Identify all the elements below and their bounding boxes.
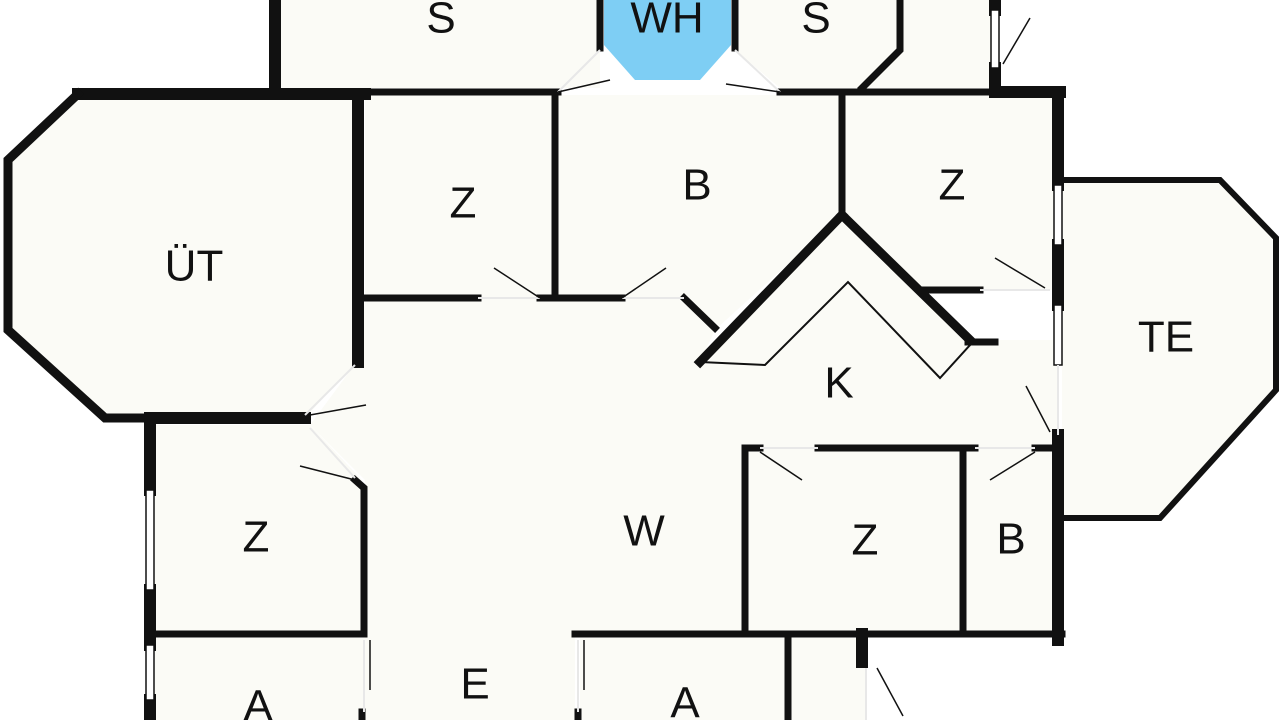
door-swing (876, 667, 904, 717)
door-swing (621, 267, 667, 299)
wall (857, 0, 904, 93)
wall (693, 208, 849, 369)
wall (835, 208, 977, 347)
floor-b-top (555, 95, 842, 330)
door-swing (299, 465, 356, 481)
window (990, 9, 1000, 69)
door-swing (994, 257, 1046, 289)
floor-a-left (155, 638, 365, 720)
door-swing (725, 83, 781, 93)
windows (145, 9, 1063, 701)
floor-b-bottom (965, 448, 1058, 632)
floor-z-mid-left (155, 425, 362, 632)
room-label-wh: WH (630, 0, 703, 43)
floor-a-right (580, 638, 785, 720)
wall (1059, 177, 1279, 521)
wall (350, 475, 368, 638)
floor-strip-bottom (790, 638, 865, 720)
wall (3, 87, 155, 423)
door-gap (734, 49, 781, 93)
walls (3, 0, 1279, 720)
door-swing (309, 404, 367, 416)
room-label-b-bottom: B (996, 515, 1025, 564)
floor-z-top-left (365, 95, 555, 298)
room-label-w: W (623, 507, 665, 556)
floor-z-top-right (842, 95, 1058, 290)
door-gap (557, 49, 601, 93)
room-label-s-right: S (801, 0, 830, 43)
floor-corridor-top-right (862, 0, 995, 88)
room-label-z-mid-left: Z (243, 513, 270, 562)
door-gap (304, 364, 356, 416)
doors (299, 17, 1059, 720)
door-swing (759, 451, 803, 481)
room-label-z-top-right: Z (939, 161, 966, 210)
door-swing (557, 79, 611, 93)
door-swing (1002, 17, 1031, 65)
floor-z-bottom-right (745, 448, 965, 632)
wh-room-highlight (604, 0, 731, 80)
room-label-te: TE (1138, 313, 1194, 362)
room-label-z-top-left: Z (450, 179, 477, 228)
wall (679, 293, 720, 333)
door-gap (309, 427, 356, 479)
room-label-ut: ÜT (165, 242, 224, 291)
room-label-s-left: S (426, 0, 455, 43)
room-label-z-bottom-right: Z (852, 516, 879, 565)
room-label-a-left: A (243, 682, 273, 720)
door-swing (493, 267, 541, 299)
floor-s-right (735, 0, 900, 88)
door-swing (989, 451, 1036, 481)
room-labels: S WH S ÜT Z B Z TE K Z W Z B E A A (165, 0, 1194, 720)
window (145, 644, 155, 701)
window (1053, 184, 1063, 246)
floor-te (1062, 182, 1275, 518)
floor-areas (8, 0, 1275, 720)
floor-center (310, 215, 1058, 720)
door-swing (1025, 385, 1051, 433)
room-label-k: K (824, 359, 853, 408)
room-label-a-right: A (670, 679, 700, 720)
room-label-b-top: B (682, 161, 711, 210)
floor-s-left (275, 0, 600, 88)
window (145, 489, 155, 591)
floor-ut (8, 95, 358, 418)
room-label-e: E (460, 660, 489, 709)
window (1053, 304, 1063, 366)
